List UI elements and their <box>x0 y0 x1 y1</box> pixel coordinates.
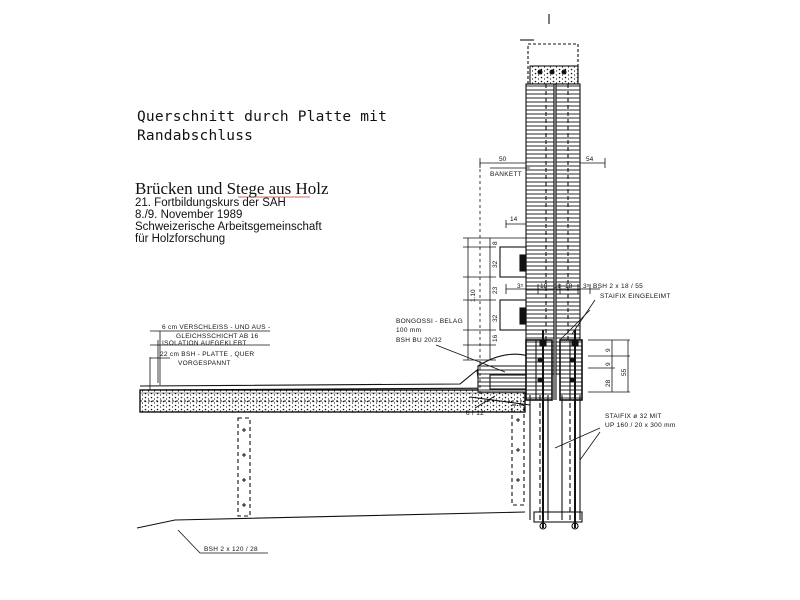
dim-28: 28 <box>605 379 612 387</box>
dim-32a: 32 <box>492 260 499 268</box>
label-six-twelve: 6 / 12 <box>466 410 485 417</box>
drawing-title-line1: Querschnitt durch Platte mit <box>137 109 388 125</box>
dim-50: 50 <box>499 156 507 163</box>
label-bsh-120: BSH 2 x 120 / 28 <box>204 546 258 553</box>
publication-line-2: 8./9. November 1989 <box>135 209 243 221</box>
deck-slab <box>139 368 526 413</box>
publication-line-3: Schweizerische Arbeitsgemeinschaft <box>135 221 322 233</box>
label-verschleiss: 6 cm VERSCHLEISS - UND AUS - <box>162 324 271 331</box>
label-bsh-platte: 22 cm BSH - PLATTE , QUER <box>160 351 255 358</box>
vertical-columns <box>525 43 583 401</box>
dim-18a: 18 <box>540 283 548 290</box>
dim-8: 8 <box>492 241 499 245</box>
label-bankett: BANKETT <box>490 171 523 178</box>
dim-23: 23 <box>492 286 499 294</box>
dim-14: 14 <box>510 216 518 223</box>
railing-blocks <box>499 246 527 331</box>
drawing-title-line2: Randabschluss <box>137 128 254 144</box>
label-staifix-eingeleimt: STAIFIX EINGELEIMT <box>600 293 671 300</box>
dim-18b: 18 <box>565 283 573 290</box>
dim-3-5a: 3⁵ <box>517 283 524 290</box>
lower-post <box>529 330 583 530</box>
label-bongossi-mm: 100 mm <box>396 327 422 334</box>
dim-55: 55 <box>621 368 628 376</box>
top-ticks <box>520 14 550 41</box>
dim-54: 54 <box>586 156 594 163</box>
dim-32b: 32 <box>492 314 499 322</box>
label-bongossi: BONGOSSI - BELAG <box>396 318 463 325</box>
dim-9b: 9 <box>605 362 612 366</box>
publication-heading: Brücken und Stege aus Holz <box>135 179 329 198</box>
dimension-lines <box>463 158 630 395</box>
publication-line-1: 21. Fortbildungskurs der SAH <box>135 197 286 209</box>
dim-3-5b: 3⁵ <box>583 283 590 290</box>
label-up: UP 160 / 20 x 300 mm <box>605 422 676 429</box>
publication-line-4: für Holzforschung <box>135 233 226 245</box>
dim-11: 11 <box>554 283 561 290</box>
label-isolation: ISOLATION AUFGEKLEBT <box>162 340 247 347</box>
dim-9a: 9 <box>605 348 612 352</box>
leader-lines <box>149 167 601 554</box>
main-girder <box>136 511 526 529</box>
dim-16: 16 <box>492 334 499 342</box>
label-bsh-2x18: BSH 2 x 18 / 55 <box>593 283 644 290</box>
hanger-dashed <box>237 404 525 517</box>
hanger-marks <box>242 418 520 507</box>
dim-110: 1.10 <box>470 289 477 302</box>
label-bsh-bu: BSH BU 20/32 <box>396 337 442 344</box>
bolt-markers <box>537 69 575 383</box>
label-staifix-32: STAIFIX ø 32 MIT <box>605 413 662 420</box>
label-vorgespannt: VORGESPANNT <box>178 360 231 367</box>
label-gleichsschicht: GLEICHSSCHICHT AB 16 <box>176 333 259 340</box>
